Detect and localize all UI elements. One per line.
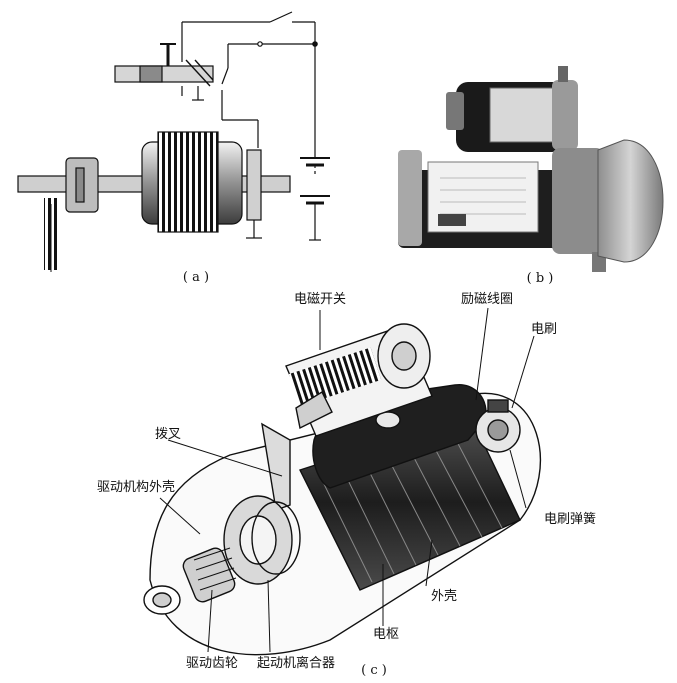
caption-a: ( a ) (183, 270, 209, 285)
label-armature: 电枢 (373, 627, 399, 642)
label-starter-clutch: 起动机离合器 (257, 655, 335, 671)
cutaway-drawing (143, 307, 541, 656)
label-drive-housing: 驱动机构外壳 (97, 480, 175, 495)
schematic-panel (17, 11, 330, 272)
label-shift-fork: 拨叉 (155, 427, 181, 442)
label-solenoid-switch: 电磁开关 (294, 292, 346, 307)
callout-labels: 电磁开关 励磁线圈 电刷 拨叉 驱动机构外壳 电刷弹簧 外壳 电枢 驱动齿轮 起… (97, 292, 596, 671)
label-drive-gear: 驱动齿轮 (186, 656, 238, 671)
label-brush-spring: 电刷弹簧 (544, 511, 596, 527)
starter-photo (398, 66, 664, 272)
caption-c: ( c ) (361, 663, 387, 678)
caption-b: ( b ) (527, 271, 554, 286)
label-outer-shell: 外壳 (431, 589, 457, 604)
label-brush: 电刷 (531, 322, 557, 337)
label-field-coil: 励磁线圈 (461, 292, 513, 307)
